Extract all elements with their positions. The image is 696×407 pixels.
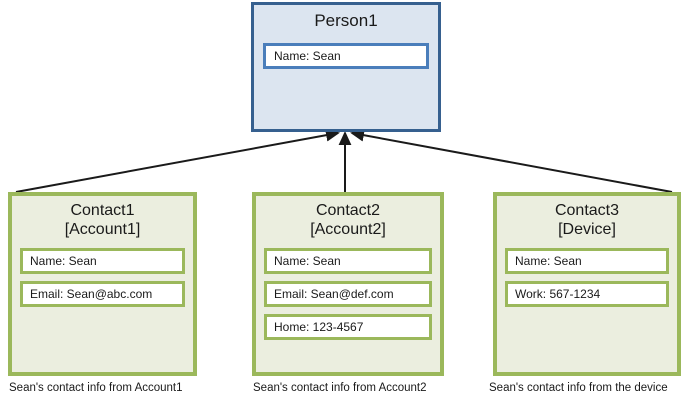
contact-node-2-fields: Name: Sean Email: Sean@def.com Home: 123… [256,248,440,340]
connector-contact1-to-person [15,128,340,193]
person-node[interactable]: Person1 Name: Sean [251,2,441,132]
contact-2-field-name: Name: Sean [264,248,432,274]
contact-node-3-fields: Name: Sean Work: 567-1234 [497,248,677,307]
contact-node-1[interactable]: Contact1 [Account1] Name: Sean Email: Se… [8,192,197,376]
contact-1-field-email: Email: Sean@abc.com [20,281,185,307]
contact-node-3[interactable]: Contact3 [Device] Name: Sean Work: 567-1… [493,192,681,376]
contact-node-2-title: Contact2 [Account2] [310,202,386,238]
connector-contact3-to-person [350,128,673,193]
caption-contact-2: Sean's contact info from Account2 [253,382,427,394]
contact-node-1-title: Contact1 [Account1] [64,202,141,238]
contact-2-field-email: Email: Sean@def.com [264,281,432,307]
contact-3-field-work: Work: 567-1234 [505,281,669,307]
contact-node-2[interactable]: Contact2 [Account2] Name: Sean Email: Se… [252,192,444,376]
person-node-title: Person1 [314,11,378,30]
contact-1-field-name: Name: Sean [20,248,185,274]
contact-node-3-title: Contact3 [Device] [554,202,620,238]
contact-3-field-name: Name: Sean [505,248,669,274]
caption-contact-3: Sean's contact info from the device [489,382,668,394]
caption-contact-1: Sean's contact info from Account1 [9,382,183,394]
contact-node-1-fields: Name: Sean Email: Sean@abc.com [12,248,193,307]
person-field-name: Name: Sean [263,43,429,69]
contact-2-field-home: Home: 123-4567 [264,314,432,340]
